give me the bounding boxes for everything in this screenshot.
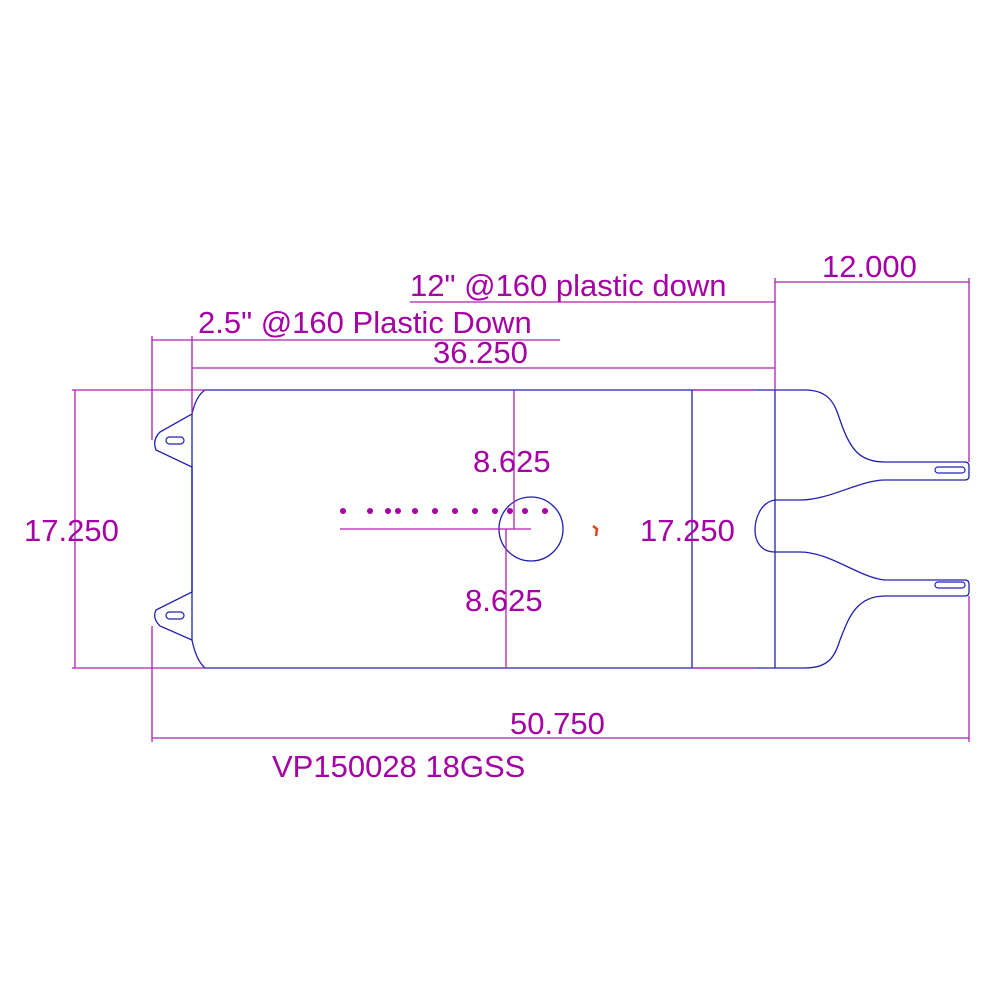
red-mark xyxy=(592,525,599,537)
marker-dots xyxy=(340,508,548,514)
left-height-dim: 17.250 xyxy=(24,513,119,548)
overall-width-dim: 50.750 xyxy=(510,706,605,741)
slot-top-left xyxy=(165,436,185,445)
labels: 12" @160 plastic down 12.000 2.5" @160 P… xyxy=(24,249,917,784)
lower-half-dim: 8.625 xyxy=(465,583,543,618)
slot-bottom-right xyxy=(934,581,966,589)
dimensions xyxy=(72,278,970,742)
top-right-dim: 12.000 xyxy=(822,249,917,284)
slot-bottom-left xyxy=(165,611,185,620)
part-number: VP150028 18GSS xyxy=(272,749,525,784)
top-note: 12" @160 plastic down xyxy=(410,268,727,303)
width-36-dim: 36.250 xyxy=(433,335,528,370)
slot-top-right xyxy=(934,466,966,474)
part-outline xyxy=(154,389,970,669)
right-height-dim: 17.250 xyxy=(640,513,735,548)
upper-half-dim: 8.625 xyxy=(473,444,551,479)
second-note: 2.5" @160 Plastic Down xyxy=(198,305,532,340)
body-outline xyxy=(154,389,970,669)
